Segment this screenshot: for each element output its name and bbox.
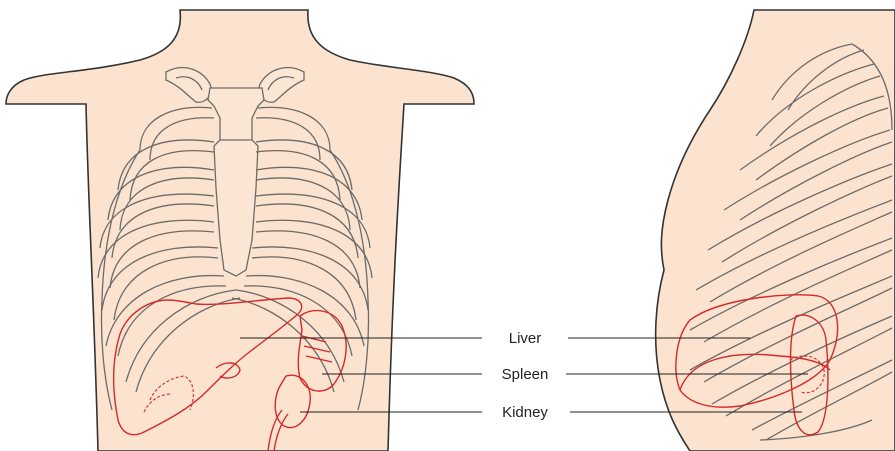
liver-label: Liver bbox=[509, 330, 542, 347]
spleen-label: Spleen bbox=[502, 366, 549, 383]
side-view bbox=[656, 10, 895, 451]
kidney-label: Kidney bbox=[502, 404, 548, 421]
front-view bbox=[6, 10, 474, 451]
